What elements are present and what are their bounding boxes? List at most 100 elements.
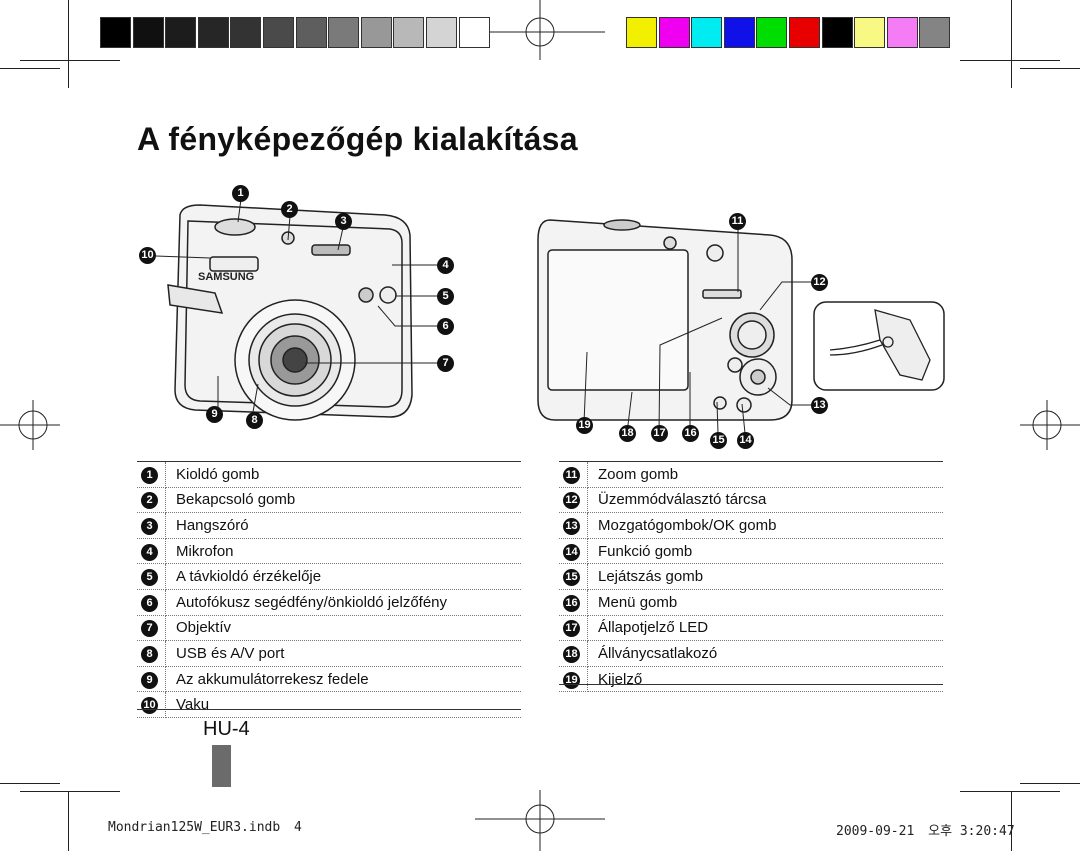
left-table-bottom-rule <box>137 709 521 710</box>
parts-row: 4 Mikrofon <box>137 538 521 565</box>
part-label: Autofókusz segédfény/önkioldó jelzőfény <box>165 589 521 616</box>
page-title: A fényképezőgép kialakítása <box>137 121 578 157</box>
part-number: 19 <box>563 671 580 689</box>
right-table-bottom-rule <box>559 684 943 685</box>
part-label: Bekapcsoló gomb <box>165 487 521 514</box>
color-swatch <box>658 17 690 48</box>
part-number: 18 <box>563 645 580 663</box>
color-swatch <box>691 17 723 48</box>
part-number: 2 <box>141 492 158 510</box>
part-label: Vaku <box>165 691 521 718</box>
footer-file: Mondrian125W_EUR3.indb 4 <box>108 820 302 835</box>
part-number: 4 <box>141 543 158 561</box>
part-label: Funkció gomb <box>587 538 943 565</box>
parts-row: 1 Kioldó gomb <box>137 462 521 488</box>
right-table-top-rule <box>559 461 943 462</box>
part-number: 14 <box>563 543 580 561</box>
parts-row: 3 Hangszóró <box>137 512 521 539</box>
part-label: Menü gomb <box>587 589 943 616</box>
part-label: A távkioldó érzékelője <box>165 563 521 590</box>
callout-10: 10 <box>139 247 156 264</box>
callout-5: 5 <box>437 288 454 305</box>
parts-row: 9 Az akkumulátorrekesz fedele <box>137 666 521 693</box>
callout-13: 13 <box>811 397 828 414</box>
part-number: 16 <box>563 594 580 612</box>
part-number: 9 <box>141 671 158 689</box>
parts-row: 14 Funkció gomb <box>559 538 943 565</box>
parts-row: 7 Objektív <box>137 615 521 642</box>
part-number: 10 <box>141 697 158 715</box>
part-label: USB és A/V port <box>165 640 521 667</box>
callout-12: 12 <box>811 274 828 291</box>
grayscale-swatch <box>197 17 229 48</box>
color-swatch <box>886 17 918 48</box>
callout-9: 9 <box>206 406 223 423</box>
grayscale-swatch <box>132 17 164 48</box>
part-label: Kioldó gomb <box>165 462 521 488</box>
grayscale-swatch <box>426 17 457 48</box>
callout-2: 2 <box>281 201 298 218</box>
parts-row: 2 Bekapcsoló gomb <box>137 487 521 514</box>
part-label: Mikrofon <box>165 538 521 565</box>
grayscale-swatch <box>263 17 294 48</box>
callout-6: 6 <box>437 318 454 335</box>
color-swatch <box>821 17 853 48</box>
footer-date: 2009-09-21 <box>836 824 915 839</box>
grayscale-swatch <box>328 17 360 48</box>
parts-row: 17 Állapotjelző LED <box>559 615 943 642</box>
parts-row: 6 Autofókusz segédfény/önkioldó jelzőfény <box>137 589 521 616</box>
callout-4: 4 <box>437 257 454 274</box>
part-label: Hangszóró <box>165 512 521 539</box>
footer-time: 오후 3:20:47 <box>928 824 1015 839</box>
footer-file-name: Mondrian125W_EUR3.indb <box>108 820 281 835</box>
part-label: Kijelző <box>587 666 943 693</box>
color-swatch <box>723 17 755 48</box>
part-label: Állapotjelző LED <box>587 615 943 642</box>
grayscale-swatch <box>100 17 131 48</box>
part-label: Objektív <box>165 615 521 642</box>
part-number: 3 <box>141 517 158 535</box>
color-swatch <box>919 17 951 48</box>
color-swatch <box>626 17 657 48</box>
grayscale-swatch <box>165 17 197 48</box>
part-number: 17 <box>563 620 580 638</box>
page-number: HU-4 <box>203 718 250 740</box>
color-swatch <box>789 17 820 48</box>
callout-11: 11 <box>729 213 746 230</box>
grayscale-swatch <box>295 17 327 48</box>
grayscale-swatch <box>458 17 490 48</box>
part-number: 5 <box>141 569 158 587</box>
footer-timestamp: 2009-09-21 오후 3:20:47 <box>836 820 1015 839</box>
part-number: 12 <box>563 492 580 510</box>
parts-row: 18 Állványcsatlakozó <box>559 640 943 667</box>
part-label: Az akkumulátorrekesz fedele <box>165 666 521 693</box>
callout-8: 8 <box>246 412 263 429</box>
callout-7: 7 <box>437 355 454 372</box>
footer-page: 4 <box>294 820 302 835</box>
parts-row: 16 Menü gomb <box>559 589 943 616</box>
part-number: 13 <box>563 517 580 535</box>
callout-3: 3 <box>335 213 352 230</box>
color-swatch <box>756 17 788 48</box>
part-number: 1 <box>141 466 158 484</box>
part-number: 11 <box>563 466 580 484</box>
grayscale-swatch <box>393 17 425 48</box>
callout-18: 18 <box>619 425 636 442</box>
part-number: 6 <box>141 594 158 612</box>
grayscale-swatch <box>230 17 262 48</box>
part-label: Állványcsatlakozó <box>587 640 943 667</box>
parts-row: 5 A távkioldó érzékelője <box>137 563 521 590</box>
camera-back-illustration <box>537 219 793 421</box>
callout-1: 1 <box>232 185 249 202</box>
page-tab-marker <box>212 745 231 787</box>
part-label: Üzemmódválasztó tárcsa <box>587 487 943 514</box>
camera-brand-label: SAMSUNG <box>198 271 254 283</box>
part-number: 7 <box>141 620 158 638</box>
left-table-top-rule <box>137 461 521 462</box>
